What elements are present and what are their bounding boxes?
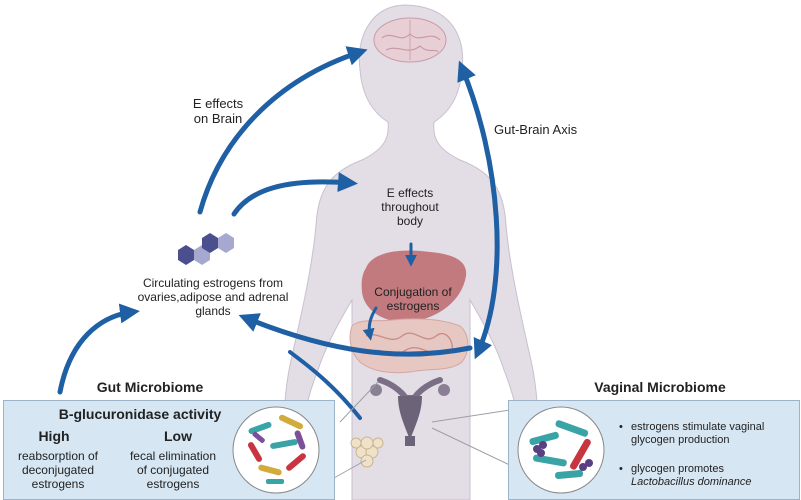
vaginal-microbiome-title: Vaginal Microbiome [594, 379, 726, 395]
hexagon-molecule-icon [178, 233, 234, 265]
gut-low-label: Low [164, 428, 192, 444]
label-line: Circulating estrogens from [142, 276, 284, 290]
gut-microbiome-title: Gut Microbiome [96, 379, 204, 395]
label-conjugation: Conjugation of estrogens [356, 285, 470, 313]
gut-high-desc: reabsorption of deconjugated estrogens [6, 449, 110, 491]
arrow-gut-brain [457, 60, 500, 360]
brain-icon [373, 17, 447, 63]
bullet-line: glycogen production [631, 434, 730, 446]
desc-line: deconjugated [21, 463, 95, 477]
bullet-line: glycogen promotes [631, 463, 724, 475]
gut-microbiome-panel: B-glucuronidase activity High Low reabso… [3, 400, 335, 500]
label-line: E effects [192, 96, 244, 111]
label-line: E effects [386, 186, 434, 200]
vaginal-bullet-1: • estrogens stimulate vaginal glycogen p… [619, 421, 795, 447]
desc-line: estrogens [146, 477, 200, 491]
bullet-line: estrogens stimulate vaginal [631, 421, 765, 433]
label-gut-brain-axis: Gut-Brain Axis [494, 122, 578, 137]
liver-icon [361, 250, 467, 323]
arrow-reabsorb [288, 350, 362, 420]
vaginal-microbiome-panel: • estrogens stimulate vaginal glycogen p… [508, 400, 800, 500]
vaginal-bullet-2: • glycogen promotes Lactobacillus domina… [619, 463, 795, 489]
arrows [57, 46, 500, 420]
bullet-marker: • [619, 463, 623, 475]
gut-low-desc: fecal elimination of conjugated estrogen… [116, 449, 230, 491]
label-line: ovaries,adipose and adrenal [137, 290, 289, 304]
label-e-effects-brain: E effects on Brain [168, 96, 268, 126]
desc-line: fecal elimination [129, 449, 217, 463]
intestine-icon [349, 318, 469, 374]
arrow-to-brain [197, 46, 368, 215]
arrow-to-circulation [238, 313, 473, 357]
label-e-effects-body: E effects throughout body [360, 186, 460, 228]
desc-line: reabsorption of [17, 449, 99, 463]
label-line: glands [195, 304, 231, 318]
adipose-cluster [350, 436, 384, 468]
desc-line: estrogens [31, 477, 85, 491]
label-line: body [396, 214, 424, 228]
bullet-marker: • [619, 421, 623, 433]
arrow-to-body [231, 172, 358, 217]
gut-high-label: High [38, 428, 70, 444]
label-circulating: Circulating estrogens from ovaries,adipo… [118, 276, 308, 318]
bacteria-icon [232, 406, 320, 494]
label-line: throughout [381, 200, 439, 214]
bullet-line: Lactobacillus dominance [631, 476, 752, 488]
arrow-gut-to-circ [57, 303, 140, 395]
bacteria-icon [517, 406, 605, 494]
label-line: on Brain [193, 111, 243, 126]
gut-activity-label: B-glucuronidase activity [58, 406, 222, 422]
desc-line: of conjugated [136, 463, 210, 477]
arrow-liver-to-gut [362, 306, 378, 341]
label-line: estrogens [386, 299, 440, 313]
label-line: Conjugation of [374, 285, 452, 299]
